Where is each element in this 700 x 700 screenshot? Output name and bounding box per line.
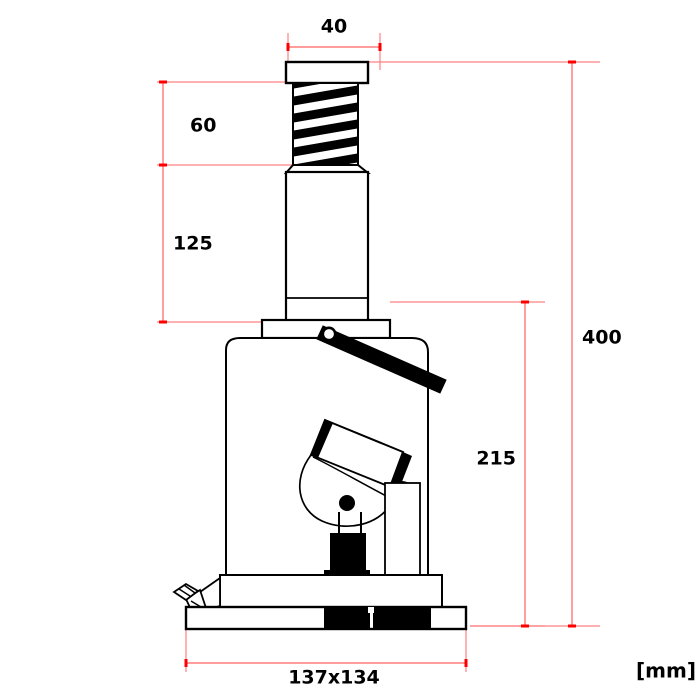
tick-40-left	[286, 43, 290, 51]
tick-215-top	[521, 300, 529, 304]
screw-saddle-cap	[284, 60, 370, 85]
valve-knurl-line-1	[178, 588, 191, 597]
base-plate-overlay-gap	[368, 607, 374, 613]
valve-knurl-end	[172, 582, 200, 602]
base-plate-dark-overlay-left	[324, 607, 370, 628]
tick-400-bottom	[568, 624, 576, 628]
tick-60-bottom	[159, 163, 167, 167]
valve-knurl-line-2	[183, 584, 196, 594]
tick-400-top	[568, 60, 576, 64]
pump-block-edge-left	[310, 420, 333, 458]
screw-thread-bands	[293, 83, 358, 165]
dimension-arrow-ticks	[159, 43, 576, 667]
body-lower-skirt	[219, 574, 443, 610]
pump-block-edge-right	[389, 452, 412, 492]
jack-geometry-layer	[172, 60, 468, 631]
tick-125-bottom	[159, 320, 167, 324]
ram-piston-cylinder	[284, 170, 370, 324]
tick-215-bottom	[521, 624, 529, 628]
dim-label-125: 125	[173, 233, 213, 255]
units-label: [mm]	[636, 659, 696, 683]
pump-pivot-bolt-small	[339, 495, 355, 511]
dimension-lines-layer	[157, 33, 600, 672]
tick-base-right	[464, 659, 468, 667]
tick-40-right	[378, 43, 382, 51]
handle-pivot-eyelet	[321, 326, 337, 342]
pump-saddle-seam	[312, 456, 391, 499]
dim-label-base-footprint: 137x134	[288, 667, 380, 689]
dim-label-60: 60	[190, 115, 216, 137]
base-plate-dark-overlay-right	[373, 607, 431, 628]
tick-60-top	[159, 80, 167, 84]
pump-handle-lever	[316, 325, 447, 394]
pump-lower-saddle	[298, 453, 391, 528]
dim-label-215: 215	[476, 448, 516, 470]
dimension-labels-layer: 40 60 125 215 400 137x134 [mm]	[173, 16, 696, 689]
tick-base-left	[184, 659, 188, 667]
dim-label-40: 40	[321, 16, 347, 38]
pump-cylinder-upper	[330, 533, 366, 575]
dim-label-400: 400	[582, 327, 622, 349]
